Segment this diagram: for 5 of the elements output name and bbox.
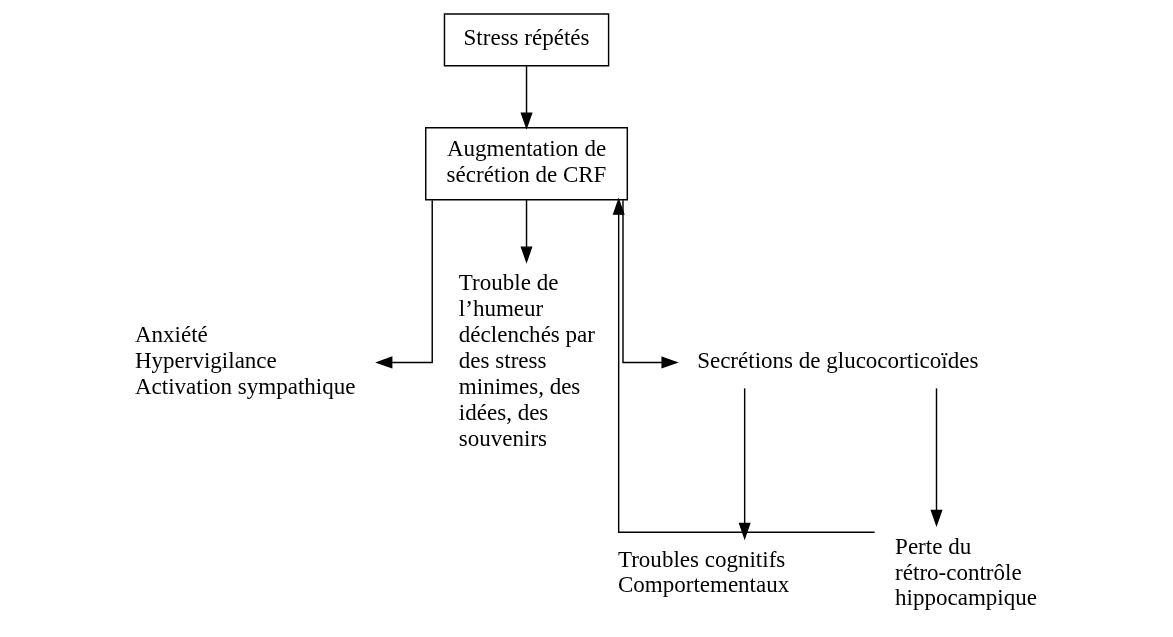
node-text: Troubles cognitifs Comportementaux	[617, 545, 789, 598]
node-text: Secrétions de glucocorticoïdes	[696, 346, 978, 373]
node-text: Trouble de l’humeur déclenchés par des stress minimes, des idées, des souvenirs	[458, 269, 595, 451]
node-text: Anxiété Hypervigilance Activation sympathique	[134, 320, 355, 399]
node-text: Perte du rétro-contrôle hippocampique	[894, 532, 1037, 611]
